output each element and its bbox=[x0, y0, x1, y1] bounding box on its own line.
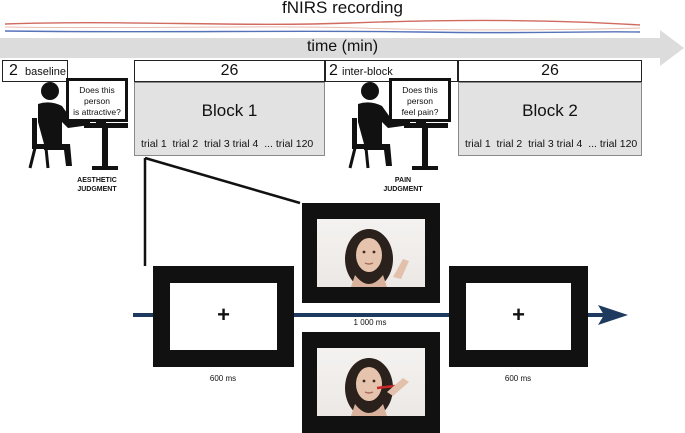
block1-trial-1: trial 1 bbox=[141, 138, 167, 150]
aesthetic-judgment-label: AESTHETIC JUDGMENT bbox=[52, 176, 142, 194]
fixation1-duration: 600 ms bbox=[209, 374, 237, 383]
question2-line2: feel pain? bbox=[401, 107, 439, 117]
stimulus-duration: 1 000 ms bbox=[353, 318, 387, 327]
attractiveness-question-screen: Does this person is attractive? bbox=[66, 78, 128, 122]
time-arrow bbox=[0, 30, 684, 66]
pain-label-line2: JUDGMENT bbox=[383, 186, 423, 193]
time-axis-label: time (min) bbox=[306, 38, 379, 55]
pain-label-line1: PAIN bbox=[394, 177, 412, 184]
block1-trials: trial 1 trial 2 trial 3 trial 4 ... tria… bbox=[141, 138, 313, 150]
block2-trial-2: trial 2 bbox=[496, 138, 523, 150]
recording-title: fNIRS recording bbox=[282, 0, 403, 17]
fixation-cross: + bbox=[512, 302, 525, 327]
block2-duration: 26 bbox=[541, 62, 559, 79]
fixation-frame-1: + bbox=[153, 266, 294, 367]
face-photo-neutral bbox=[317, 219, 425, 287]
block2-trial-1: trial 1 bbox=[465, 138, 491, 150]
fixation-cross: + bbox=[217, 302, 230, 327]
block1-name: Block 1 bbox=[201, 101, 258, 120]
baseline-duration: 2 bbox=[9, 62, 18, 79]
fnirs-signal-traces bbox=[4, 19, 641, 34]
block1-trial-4: trial 4 bbox=[232, 138, 259, 150]
fixation2-duration: 600 ms bbox=[504, 374, 532, 383]
block1-duration: 26 bbox=[220, 62, 239, 79]
block2-name: Block 2 bbox=[522, 101, 578, 120]
baseline-label: baseline bbox=[25, 66, 66, 78]
fixation-frame-2: + bbox=[449, 266, 588, 367]
question1-line2: is attractive? bbox=[73, 107, 121, 117]
block1-ellipsis: ... bbox=[264, 138, 273, 150]
question2-line1: Does this person bbox=[402, 85, 438, 106]
block1-trial-3: trial 3 bbox=[204, 138, 230, 150]
block2-trial-3: trial 3 bbox=[528, 138, 554, 150]
block1-trial-2: trial 2 bbox=[172, 138, 199, 150]
stimulus-frame-pain bbox=[302, 332, 440, 433]
interblock-label: inter-block bbox=[342, 66, 393, 78]
block2-ellipsis: ... bbox=[588, 138, 597, 150]
block2-trial-4: trial 4 bbox=[556, 138, 583, 150]
pain-judgment-label: PAIN JUDGMENT bbox=[368, 176, 438, 194]
interblock-duration: 2 bbox=[329, 62, 338, 79]
question1-line1: Does this person bbox=[79, 85, 115, 106]
baseline-box: 2 baseline bbox=[2, 60, 68, 82]
block1-trial-120: trial 120 bbox=[275, 138, 314, 150]
block2-trial-120: trial 120 bbox=[599, 138, 638, 150]
block2-trials: trial 1 trial 2 trial 3 trial 4 ... tria… bbox=[465, 138, 637, 150]
aesthetic-label-line1: AESTHETIC bbox=[77, 177, 117, 184]
pain-question-screen: Does this person feel pain? bbox=[389, 78, 451, 122]
block1-panel: Block 1 trial 1 trial 2 trial 3 trial 4 … bbox=[134, 82, 325, 156]
aesthetic-label-line2: JUDGMENT bbox=[77, 186, 117, 193]
block2-panel: Block 2 trial 1 trial 2 trial 3 trial 4 … bbox=[458, 82, 642, 156]
face-photo-pain bbox=[317, 348, 425, 416]
stimulus-frame-neutral bbox=[302, 203, 440, 303]
block2-duration-box: 26 bbox=[458, 60, 642, 82]
block1-duration-box: 26 bbox=[134, 60, 325, 82]
